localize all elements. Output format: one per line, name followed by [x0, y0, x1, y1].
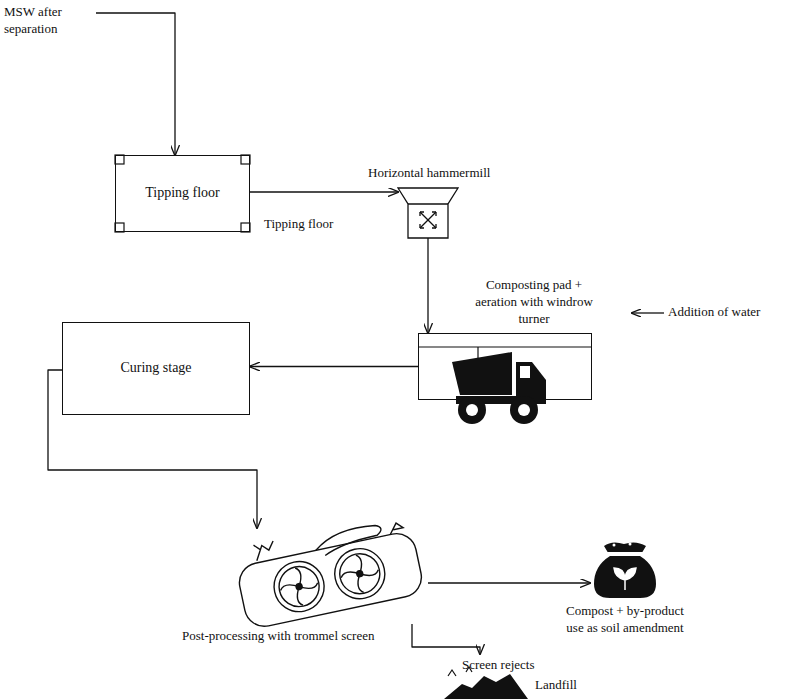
node-heading: Tipping floor — [264, 216, 374, 233]
landfill-node: Screen rejectsLandfill — [440, 654, 610, 696]
water-arrow — [632, 312, 664, 313]
flow-arrow — [412, 624, 480, 654]
trommel-node: Post-processing with trommel screen — [232, 528, 428, 624]
node-text: MSW after separation — [4, 4, 96, 38]
node-heading: Horizontal hammermill — [368, 165, 508, 182]
node-heading: Post-processing with trommel screen — [182, 628, 422, 645]
product-node: Compost + by-product use as soil amendme… — [590, 535, 660, 599]
source-label: MSW after separation — [4, 4, 96, 40]
compost-bag — [594, 542, 656, 598]
node-heading: Compost + by-product use as soil amendme… — [562, 603, 688, 637]
process-box: Curing stage — [62, 322, 250, 415]
flow-arrow — [250, 191, 398, 192]
node-heading: Landfill — [535, 677, 605, 694]
flow-arrow — [96, 13, 175, 155]
windrow-turner-truck — [418, 347, 592, 424]
node-text: Curing stage — [120, 359, 191, 377]
flow-arrow — [427, 238, 428, 333]
trommel-screen — [232, 512, 425, 630]
hammermill-node: Horizontal hammermill — [398, 188, 458, 238]
flow-arrow — [250, 366, 418, 367]
node-heading: Screen rejects — [462, 657, 592, 674]
flow-arrow — [48, 370, 257, 528]
corner-marks — [115, 155, 250, 232]
process-box: Tipping floorTipping floor — [115, 155, 250, 232]
flow-arrow — [428, 582, 590, 583]
composting-pad: Composting pad + aeration with windrow t… — [418, 333, 592, 400]
hammermill-symbol — [398, 188, 458, 238]
note-label: Addition of water — [668, 304, 760, 321]
node-text: Tipping floor — [145, 184, 220, 202]
node-heading: Composting pad + aeration with windrow t… — [475, 277, 593, 328]
